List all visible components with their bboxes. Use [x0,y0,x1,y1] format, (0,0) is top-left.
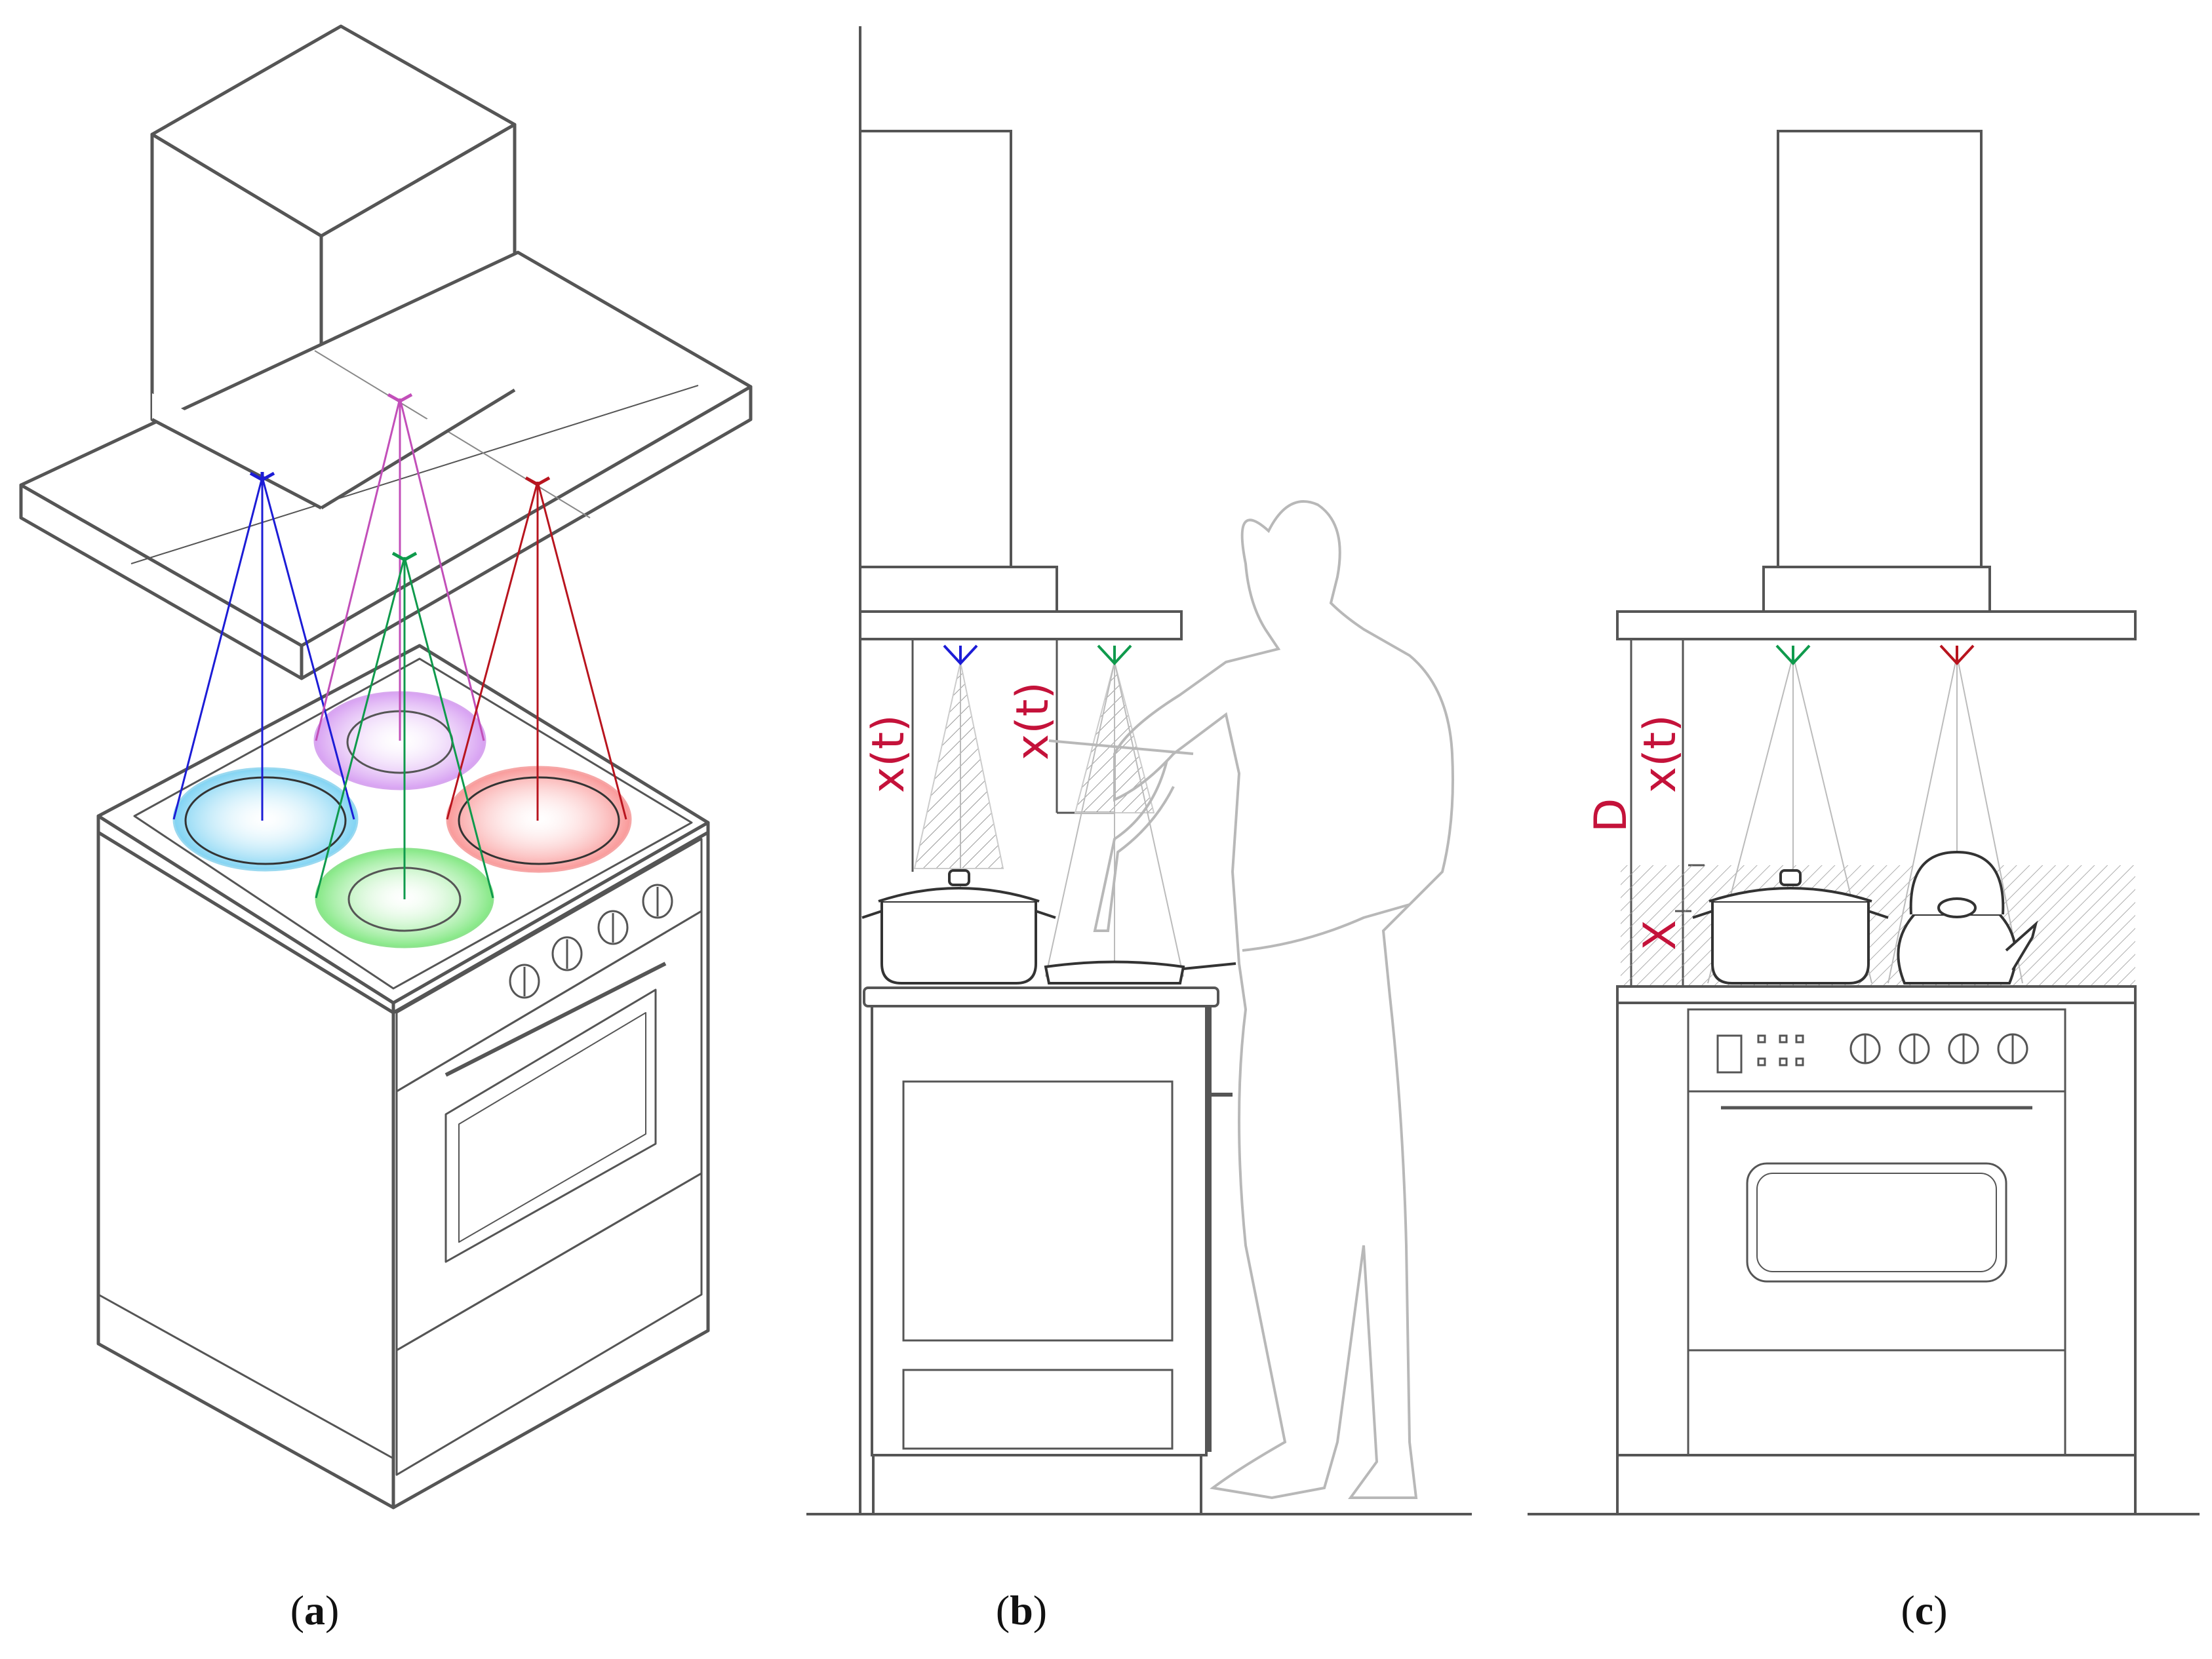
caption-b-open: ( [995,1587,1010,1633]
panel-c-front-view: D x(t) X [1528,130,2200,1515]
panel-a-isometric-stove [19,24,753,1510]
stove-body [96,644,710,1510]
caption-a-open: ( [290,1587,304,1633]
sensor-distance-label: x(t) [1634,714,1686,793]
person-figure [1048,500,1454,1500]
caption-c: (c) [1859,1586,1990,1635]
caption-c-letter: c [1914,1587,1934,1633]
caption-a-close: ) [325,1587,340,1633]
stove-cabinet [863,986,1233,1515]
sensor-cone-green [1045,644,1184,977]
hood-chimney [859,130,1183,872]
caption-c-close: ) [1933,1587,1948,1633]
sensor-cone-blue [172,471,355,821]
hood-canopy [19,250,753,680]
caption-b-letter: b [1010,1587,1033,1633]
burner-red [446,766,632,873]
caption-b-close: ) [1033,1587,1048,1633]
caption-a: (a) [249,1586,380,1635]
frying-pan [1044,960,1236,985]
caption-b: (b) [956,1586,1087,1635]
stove-cabinet [1616,985,2137,1515]
caption-c-open: ( [1901,1587,1915,1633]
distance-label-left: x(t) [863,714,915,793]
control-buttons [1757,1034,1804,1066]
sensor-cone-green [315,551,494,899]
burner-blue [172,767,359,872]
caption-a-letter: a [304,1587,325,1633]
object-height-label: X [1634,920,1686,950]
cooking-pot [861,869,1056,985]
sensor-cone-red [446,476,627,821]
knob-group [1849,1033,2028,1064]
sensor-cone-pink [315,393,485,741]
distance-label-right: x(t) [1007,682,1059,760]
hood-chimney [1616,130,2137,640]
total-height-label: D [1585,798,1637,832]
cooking-pot [1692,869,1889,985]
knob-group [509,884,673,999]
object-height-zone [1621,865,2135,986]
panel-b-side-view: x(t) x(t) [806,26,1472,1515]
kettle [1897,850,2038,985]
